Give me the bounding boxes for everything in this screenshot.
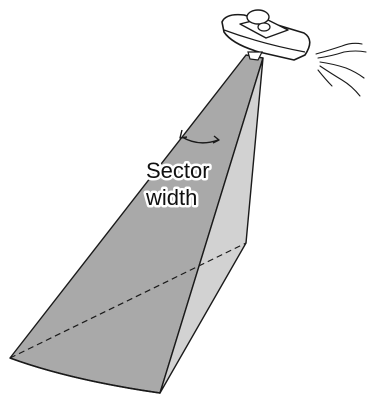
wake-lines-icon [316,43,366,96]
boat-icon [222,10,310,60]
sector-label-line1: Sector [146,158,210,183]
sector-label-line2: width [145,185,197,210]
